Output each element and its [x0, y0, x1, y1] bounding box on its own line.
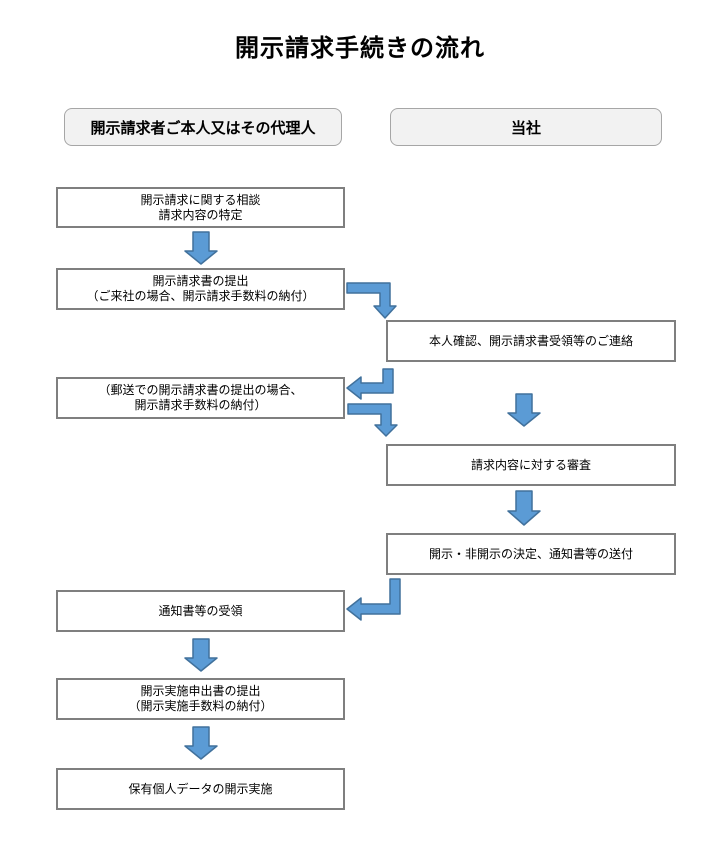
flow-box-content-review-line1: 請求内容に対する審査 — [470, 457, 591, 472]
flow-box-implementation-application-line1: 開示実施申出書の提出 — [140, 684, 261, 698]
flow-box-consultation-line1: 開示請求に関する相談 — [140, 192, 261, 207]
flow-box-decision-notice-line1: 開示・非開示の決定、通知書等の送付 — [428, 546, 633, 561]
flow-box-consultation-line2: 請求内容の特定 — [158, 207, 243, 222]
down-arrow-application-to-disclosure-icon — [184, 726, 218, 760]
flow-box-content-review: 請求内容に対する審査 — [386, 444, 676, 486]
lane-header-company: 当社 — [390, 108, 662, 146]
flow-box-implementation-application-line2: （開示実施手数料の納付） — [128, 699, 273, 713]
elbow-arrow-mail-to-review-icon — [347, 403, 398, 437]
flow-box-request-submission: 開示請求書の提出 （ご来社の場合、開示請求手数料の納付） — [56, 268, 345, 310]
flow-box-mail-submission-line2: 開示請求手数料の納付） — [134, 398, 267, 412]
flow-box-notice-receipt-line1: 通知書等の受領 — [158, 603, 243, 618]
flow-box-decision-notice: 開示・非開示の決定、通知書等の送付 — [386, 533, 676, 575]
flow-box-request-submission-line2: （ご来社の場合、開示請求手数料の納付） — [86, 289, 315, 303]
flow-box-mail-submission: （郵送での開示請求書の提出の場合、 開示請求手数料の納付） — [56, 377, 345, 419]
lane-header-requester-label: 開示請求者ご本人又はその代理人 — [90, 119, 316, 137]
flow-box-identity-confirmation: 本人確認、開示請求書受領等のご連絡 — [386, 320, 676, 362]
flow-box-data-disclosure-line1: 保有個人データの開示実施 — [128, 781, 273, 796]
flow-box-request-submission-line1: 開示請求書の提出 — [152, 274, 249, 288]
elbow-arrow-identity-to-mail-icon — [346, 368, 394, 400]
elbow-arrow-request-to-identity-icon — [346, 282, 397, 319]
lane-header-requester: 開示請求者ご本人又はその代理人 — [64, 108, 342, 146]
flow-box-mail-submission-line1: （郵送での開示請求書の提出の場合、 — [98, 383, 303, 397]
flow-box-data-disclosure: 保有個人データの開示実施 — [56, 768, 345, 810]
flow-box-identity-confirmation-line1: 本人確認、開示請求書受領等のご連絡 — [428, 333, 633, 348]
down-arrow-receipt-to-application-icon — [184, 638, 218, 672]
down-arrow-consultation-to-request-icon — [184, 231, 218, 265]
down-arrow-review-to-decision-icon — [507, 490, 541, 526]
flow-box-notice-receipt: 通知書等の受領 — [56, 590, 345, 632]
down-arrow-identity-to-review-icon — [507, 393, 541, 427]
page-title: 開示請求手続きの流れ — [235, 35, 485, 62]
flow-box-consultation: 開示請求に関する相談 請求内容の特定 — [56, 187, 345, 228]
elbow-arrow-decision-to-receipt-icon — [346, 578, 401, 621]
lane-header-company-label: 当社 — [510, 119, 541, 137]
flow-box-implementation-application: 開示実施申出書の提出 （開示実施手数料の納付） — [56, 678, 345, 720]
